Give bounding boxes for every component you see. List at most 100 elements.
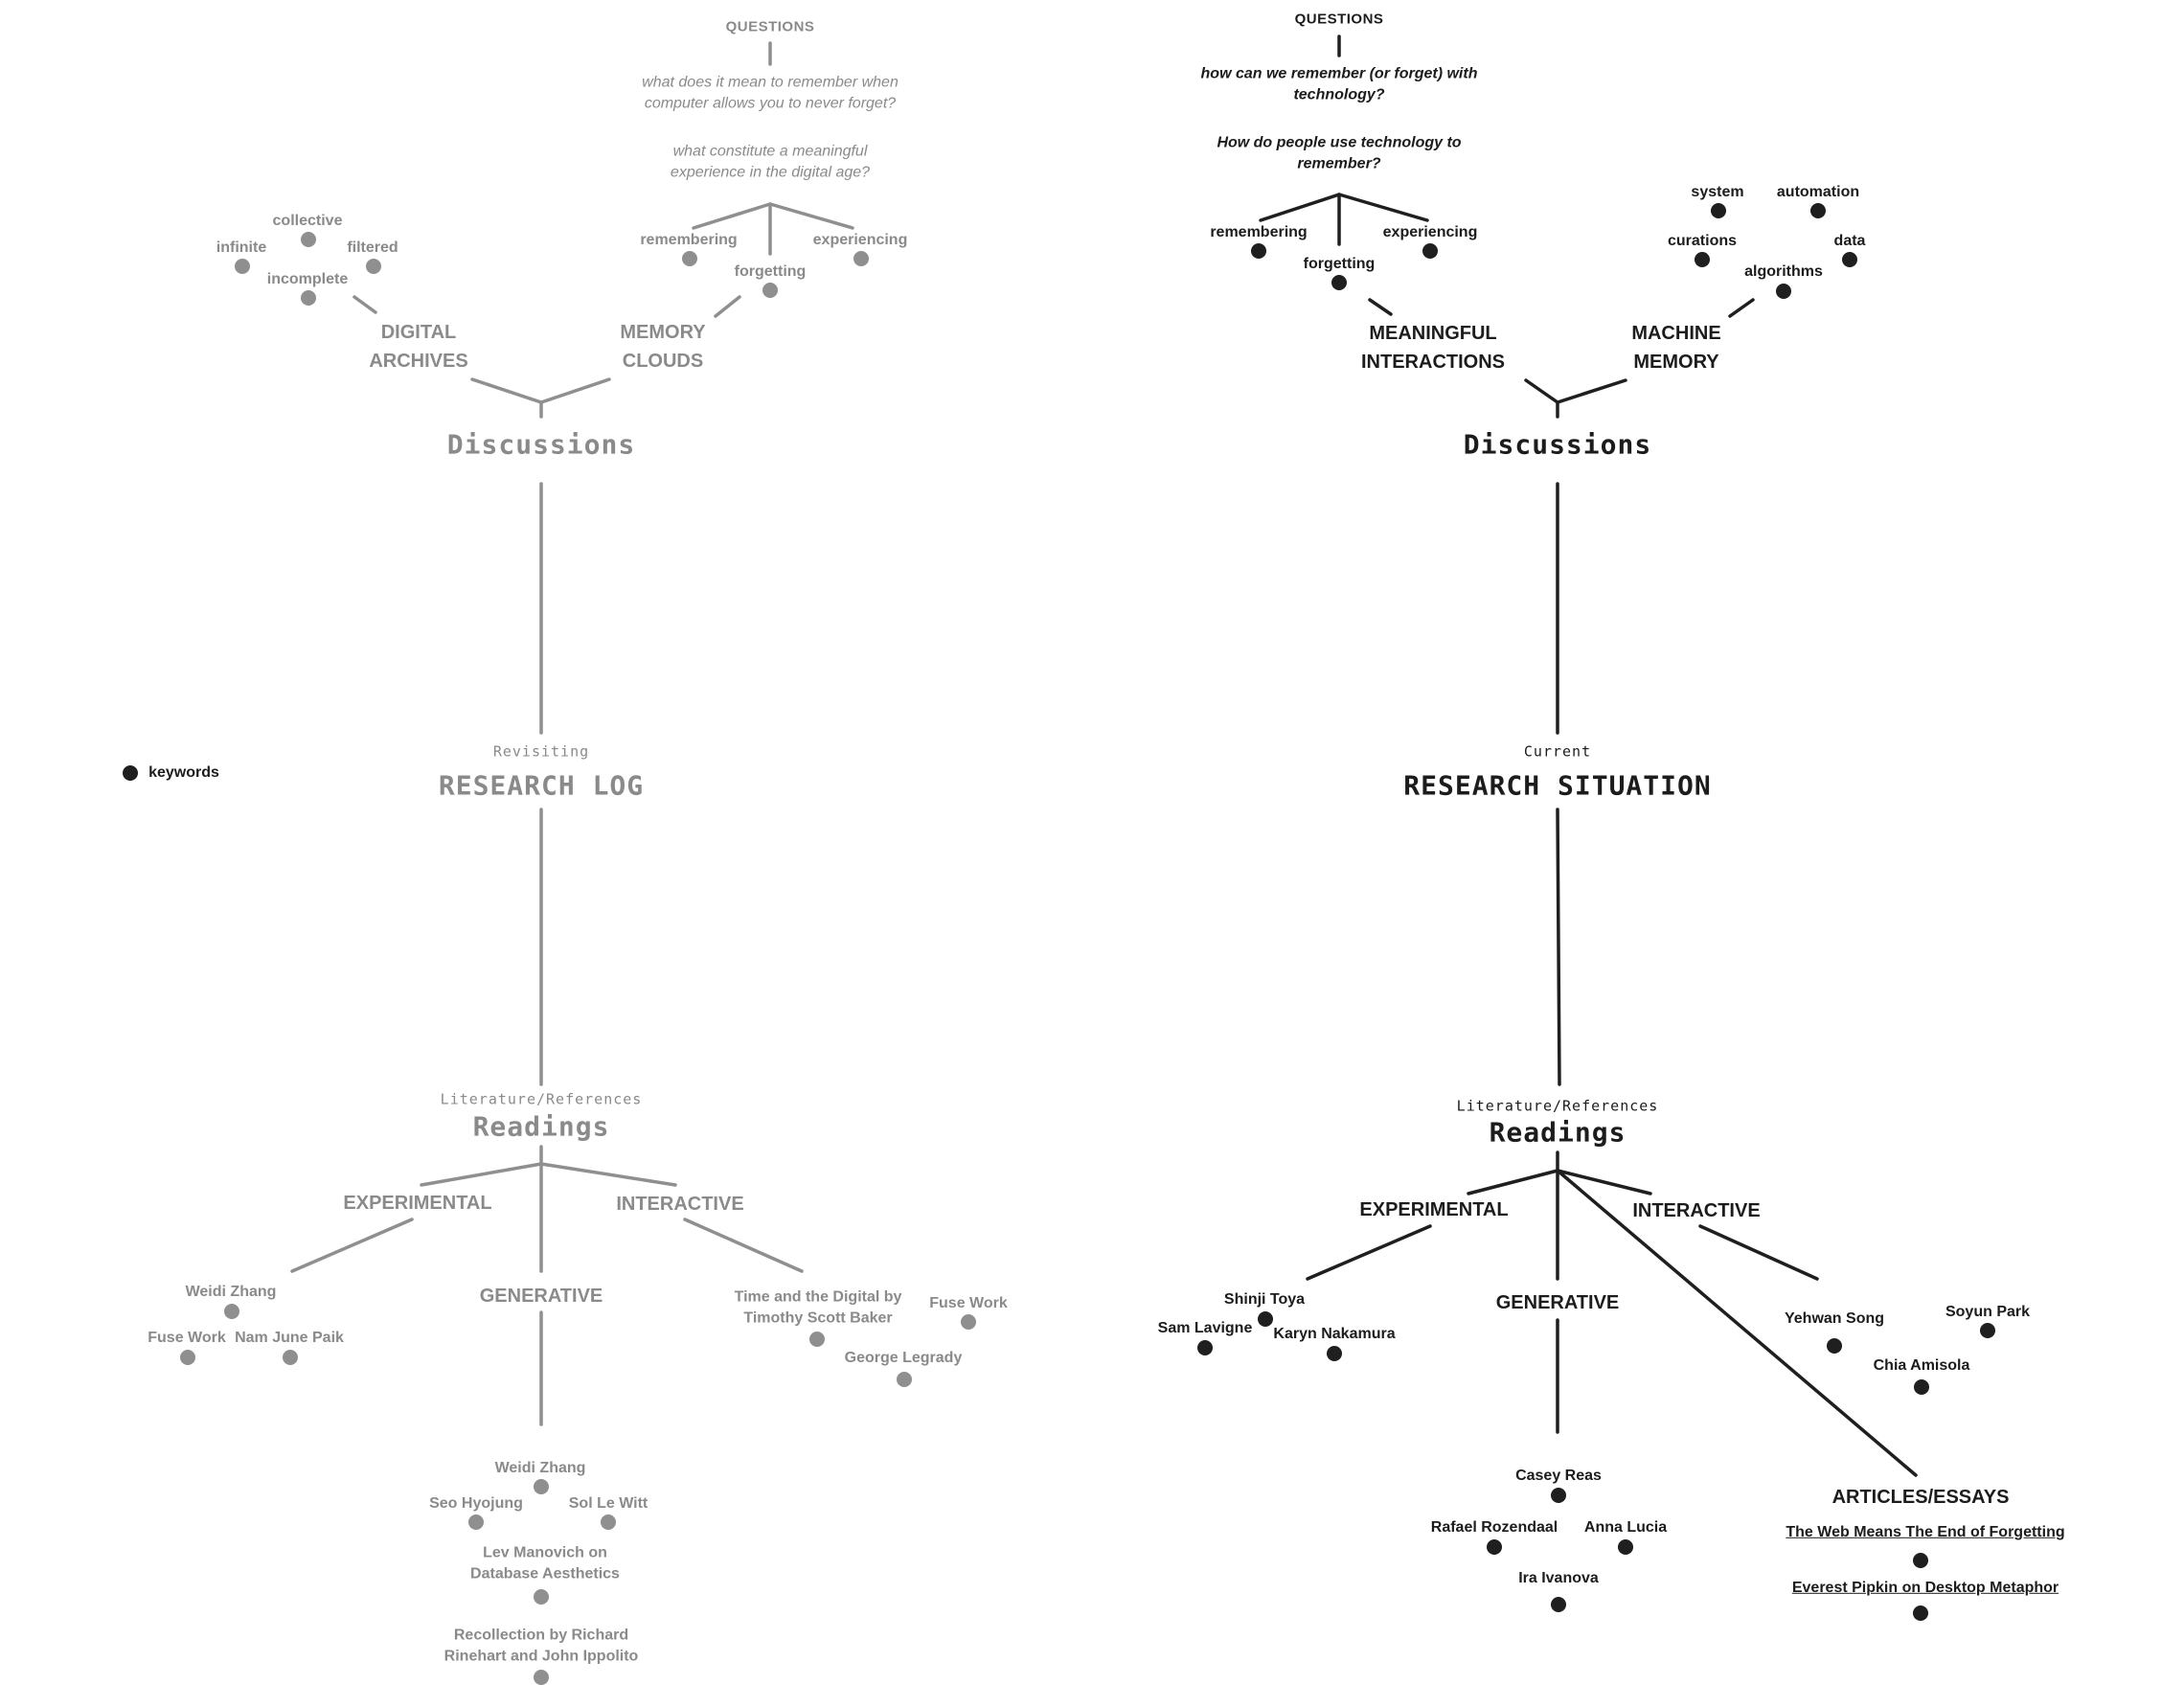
right-algorithms-label: algorithms bbox=[1744, 262, 1823, 280]
right-int-item-2: Soyun Park bbox=[1945, 1303, 2031, 1320]
left-int-dot-2 bbox=[961, 1314, 976, 1330]
right-forgetting-dot bbox=[1331, 275, 1347, 290]
left-readings: Readings bbox=[472, 1110, 610, 1143]
right-system-dot bbox=[1711, 203, 1726, 218]
left-interactive-down bbox=[683, 1218, 804, 1273]
right-experimental-down bbox=[1306, 1224, 1432, 1281]
left-gen-item-1: Weidi Zhang bbox=[494, 1459, 586, 1476]
right-exp-item-1: Shinji Toya bbox=[1223, 1290, 1306, 1308]
right-article-dot-1 bbox=[1913, 1553, 1928, 1568]
right-article-link-2[interactable]: Everest Pipkin on Desktop Metaphor bbox=[1791, 1579, 2059, 1596]
right-center-sub: Current bbox=[1523, 742, 1592, 761]
left-collective-label: collective bbox=[272, 212, 343, 229]
left-int-item-3: George Legrady bbox=[844, 1349, 963, 1366]
left-experimental: EXPERIMENTAL bbox=[343, 1193, 492, 1214]
right-int-item-1: Yehwan Song bbox=[1784, 1309, 1885, 1327]
left-memory-clouds: MEMORY CLOUDS bbox=[620, 322, 706, 372]
left-question-2: what constitute a meaningful experience … bbox=[670, 143, 871, 181]
right-forgetting-to-meaningful bbox=[1368, 298, 1393, 316]
right-int-dot-1 bbox=[1827, 1338, 1842, 1354]
right-gen-dot-3 bbox=[1618, 1539, 1633, 1555]
left-gen-dot-2 bbox=[468, 1514, 484, 1530]
left-infinite-label: infinite bbox=[216, 239, 267, 256]
right-experiencing-dot bbox=[1422, 243, 1438, 259]
right-readings: Readings bbox=[1489, 1116, 1627, 1149]
right-int-item-3: Chia Amisola bbox=[1873, 1356, 1970, 1374]
right-center-title: RESEARCH SITUATION bbox=[1403, 769, 1712, 802]
right-remembering-label: remembering bbox=[1210, 223, 1308, 240]
left-exp-dot-2 bbox=[180, 1350, 195, 1365]
right-interactive-down bbox=[1698, 1224, 1819, 1281]
left-gen-item-4: Lev Manovich on Database Aesthetics bbox=[470, 1544, 620, 1583]
right-branch-remembering bbox=[1259, 193, 1341, 222]
left-gen-item-3: Sol Le Witt bbox=[568, 1494, 648, 1512]
legend-label: keywords bbox=[148, 763, 219, 781]
right-readings-sub: Literature/References bbox=[1456, 1097, 1659, 1115]
right-algorithms-to-machine bbox=[1728, 298, 1755, 318]
left-experiencing-dot bbox=[853, 251, 869, 266]
left-int-dot-1 bbox=[809, 1332, 825, 1347]
right-machine-memory: MACHINE MEMORY bbox=[1631, 323, 1721, 373]
left-to-experimental bbox=[420, 1162, 543, 1187]
right-exp-item-3: Karyn Nakamura bbox=[1273, 1325, 1396, 1342]
left-discussions: Discussions bbox=[446, 428, 636, 461]
left-collective-dot bbox=[301, 232, 316, 247]
left-forgetting-label: forgetting bbox=[734, 262, 807, 280]
left-generative: GENERATIVE bbox=[479, 1286, 603, 1307]
right-data-dot bbox=[1842, 252, 1857, 267]
right-experimental: EXPERIMENTAL bbox=[1359, 1199, 1509, 1220]
right-interactive: INTERACTIVE bbox=[1632, 1200, 1761, 1221]
left-memory-join bbox=[539, 377, 611, 404]
left-forgetting-dot bbox=[762, 283, 778, 298]
left-gen-dot-1 bbox=[534, 1479, 549, 1494]
right-question-2: How do people use technology to remember… bbox=[1217, 134, 1462, 172]
left-int-item-2: Fuse Work bbox=[929, 1294, 1008, 1311]
right-meaningful-interactions: MEANINGFUL INTERACTIONS bbox=[1361, 323, 1505, 373]
left-incomplete-dot bbox=[301, 290, 316, 306]
right-question-1: how can we remember (or forget) with tec… bbox=[1200, 65, 1478, 103]
right-machine-join bbox=[1556, 378, 1627, 404]
right-gen-dot-1 bbox=[1551, 1488, 1566, 1503]
left-archives-join bbox=[470, 377, 543, 404]
right-generative: GENERATIVE bbox=[1495, 1292, 1620, 1313]
left-questions-label: QUESTIONS bbox=[725, 18, 815, 35]
right-exp-dot-3 bbox=[1327, 1346, 1342, 1361]
right-article-link-1[interactable]: The Web Means The End of Forgetting bbox=[1786, 1523, 2065, 1540]
left-question-1: what does it mean to remember when compu… bbox=[642, 74, 899, 112]
left-gen-item-2: Seo Hyojung bbox=[429, 1494, 523, 1512]
right-to-interactive bbox=[1556, 1169, 1652, 1195]
right-trunk-bottom bbox=[1556, 808, 1561, 1086]
right-gen-item-3: Anna Lucia bbox=[1583, 1518, 1668, 1536]
right-gen-item-4: Ira Ivanova bbox=[1518, 1569, 1599, 1586]
left-exp-dot-3 bbox=[283, 1350, 298, 1365]
left-gen-dot-5 bbox=[534, 1670, 549, 1685]
right-gen-dot-4 bbox=[1551, 1597, 1566, 1612]
right-gen-item-2: Rafael Rozendaal bbox=[1430, 1518, 1558, 1536]
left-to-interactive bbox=[539, 1162, 677, 1187]
left-exp-item-3: Nam June Paik bbox=[235, 1329, 344, 1346]
right-exp-item-2: Sam Lavigne bbox=[1157, 1319, 1253, 1336]
right-int-dot-2 bbox=[1980, 1323, 1995, 1338]
left-branch-experiencing bbox=[768, 202, 854, 230]
right-curations-label: curations bbox=[1667, 232, 1738, 249]
right-experiencing-label: experiencing bbox=[1382, 223, 1478, 240]
left-gen-dot-4 bbox=[534, 1589, 549, 1605]
left-filtered-label: filtered bbox=[347, 239, 398, 256]
left-gen-item-5: Recollection by Richard Rinehart and Joh… bbox=[444, 1627, 639, 1665]
left-int-dot-3 bbox=[897, 1372, 912, 1387]
left-incomplete-label: incomplete bbox=[266, 270, 349, 287]
left-center-sub: Revisiting bbox=[492, 742, 590, 761]
right-data-label: data bbox=[1833, 232, 1866, 249]
left-branch-remembering bbox=[692, 202, 772, 230]
right-remembering-dot bbox=[1251, 243, 1266, 259]
left-experiencing-label: experiencing bbox=[812, 231, 908, 248]
right-gen-item-1: Casey Reas bbox=[1515, 1467, 1602, 1484]
left-infinite-dot bbox=[235, 259, 250, 274]
right-int-dot-3 bbox=[1914, 1379, 1929, 1395]
right-questions-label: QUESTIONS bbox=[1294, 11, 1384, 28]
right-meaningful-join bbox=[1524, 378, 1559, 404]
left-remembering-label: remembering bbox=[640, 231, 738, 248]
legend-dot bbox=[123, 765, 138, 781]
